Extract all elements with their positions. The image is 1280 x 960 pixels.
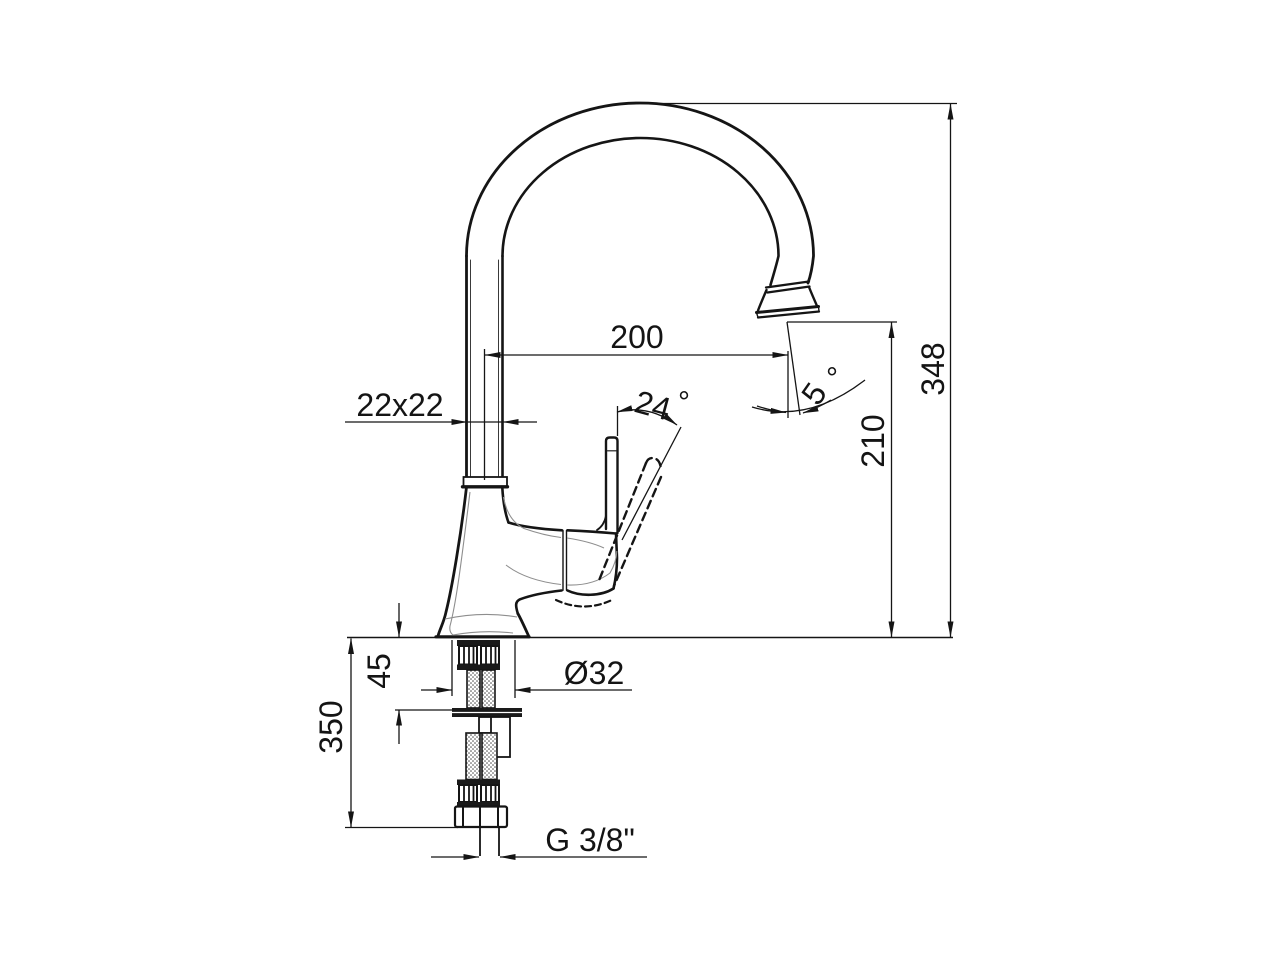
body-contour-lines — [444, 491, 618, 636]
spout-nozzle — [755, 280, 821, 319]
dimension-24deg — [616, 405, 682, 541]
label-5-degree: ° — [826, 362, 838, 395]
faucet-spout — [460, 101, 821, 489]
braided-hose-upper — [466, 669, 496, 709]
handle-tilted-dashed — [554, 456, 663, 608]
connection-nut — [453, 805, 509, 829]
threaded-tail-pipe — [479, 827, 500, 856]
label-diameter-32: Ø32 — [564, 655, 624, 691]
dimension-200 — [483, 349, 789, 480]
label-350: 350 — [313, 700, 349, 753]
label-210: 210 — [855, 414, 891, 467]
mounting-plate — [452, 708, 522, 717]
label-200: 200 — [610, 319, 663, 355]
hose-crimp-collar-lower — [457, 779, 500, 807]
label-thread-g38: G 3/8" — [545, 822, 635, 858]
label-348: 348 — [915, 342, 951, 395]
dimension-5deg — [751, 321, 866, 416]
faucet-handle — [596, 436, 619, 535]
label-22x22: 22x22 — [356, 387, 443, 423]
dimension-350 — [345, 638, 458, 829]
under-counter-assembly — [452, 640, 522, 856]
braided-hose-lower — [465, 732, 498, 781]
dimension-210 — [787, 321, 897, 638]
dimension-45 — [395, 603, 452, 744]
label-24-degree: ° — [678, 386, 690, 419]
faucet-body — [434, 485, 619, 639]
dimension-labels: 200 348 210 22x22 24 ° 5 ° 45 350 Ø32 G … — [313, 319, 951, 858]
dimensions — [345, 102, 957, 860]
label-45: 45 — [361, 653, 397, 689]
spout-collar — [460, 476, 510, 489]
hose-crimp-collar-upper — [457, 640, 500, 670]
label-24: 24 — [631, 383, 675, 427]
dimension-diameter-32 — [421, 640, 632, 698]
dimension-348 — [637, 102, 957, 638]
